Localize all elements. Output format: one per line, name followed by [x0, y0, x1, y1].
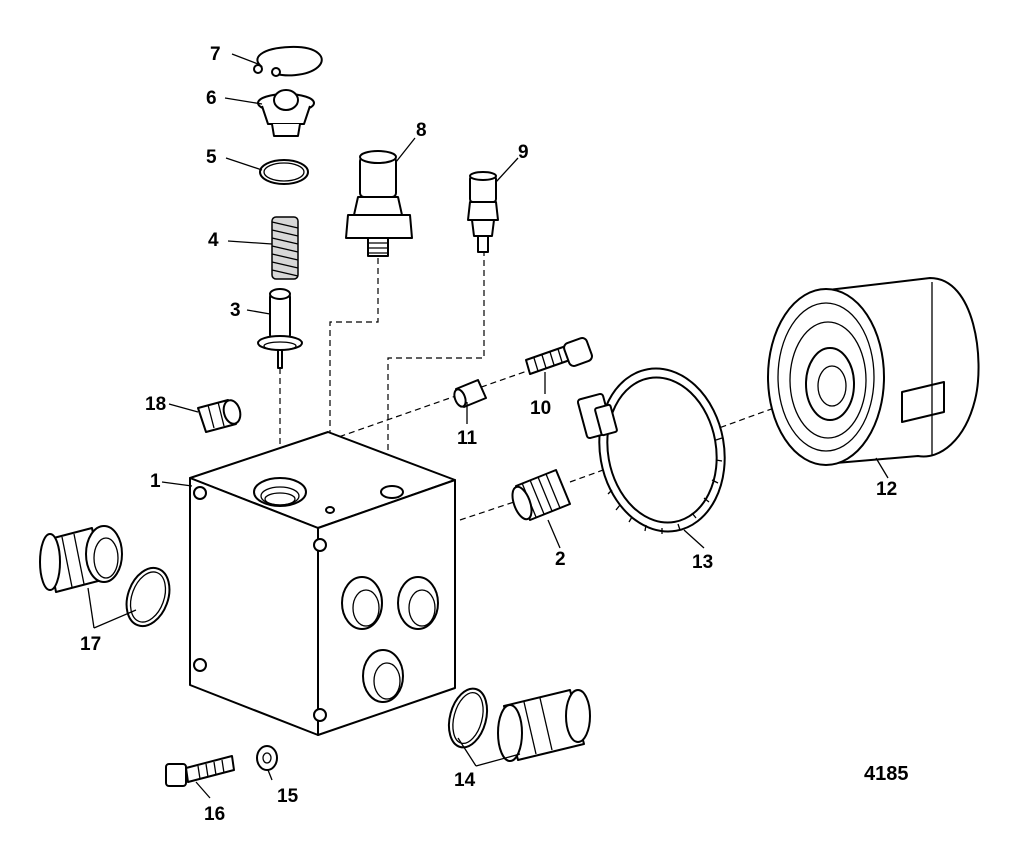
callout-7: 7 — [210, 44, 221, 65]
callout-14: 14 — [454, 770, 476, 791]
washer — [256, 745, 278, 771]
hose-clamp — [576, 367, 726, 534]
o-ring-5 — [259, 159, 309, 185]
callout-13: 13 — [692, 552, 713, 573]
pressure-sensor — [345, 150, 413, 257]
retaining-ring — [253, 45, 323, 77]
callout-10: 10 — [530, 398, 551, 419]
callout-6: 6 — [206, 88, 217, 109]
valve-seat — [257, 89, 315, 137]
callout-4: 4 — [208, 230, 219, 251]
callout-11: 11 — [457, 428, 478, 449]
fitting-14 — [447, 687, 591, 762]
callout-12: 12 — [876, 479, 897, 500]
fitting-17 — [39, 525, 171, 628]
sleeve — [453, 379, 487, 408]
figure-number: 4185 — [864, 763, 909, 785]
callout-1: 1 — [150, 471, 161, 492]
callout-5: 5 — [206, 147, 217, 168]
fitting-plug — [511, 469, 571, 521]
leader-lines — [87, 53, 889, 799]
temperature-sensor — [467, 171, 499, 253]
filter — [767, 277, 980, 466]
fitting-18 — [197, 399, 242, 433]
callout-9: 9 — [518, 142, 529, 163]
bolt — [165, 755, 235, 787]
callout-8: 8 — [416, 120, 427, 141]
callout-18: 18 — [145, 394, 166, 415]
callout-2: 2 — [555, 549, 566, 570]
callout-3: 3 — [230, 300, 241, 321]
valve-stem — [257, 288, 303, 369]
callout-17: 17 — [80, 634, 101, 655]
spring — [271, 216, 299, 280]
manifold-block — [189, 431, 456, 736]
callout-16: 16 — [204, 804, 225, 825]
callout-labels: 7 6 5 4 3 8 9 10 11 18 1 12 2 13 17 14 1… — [80, 44, 897, 825]
screw — [525, 337, 593, 375]
callout-15: 15 — [277, 786, 299, 807]
